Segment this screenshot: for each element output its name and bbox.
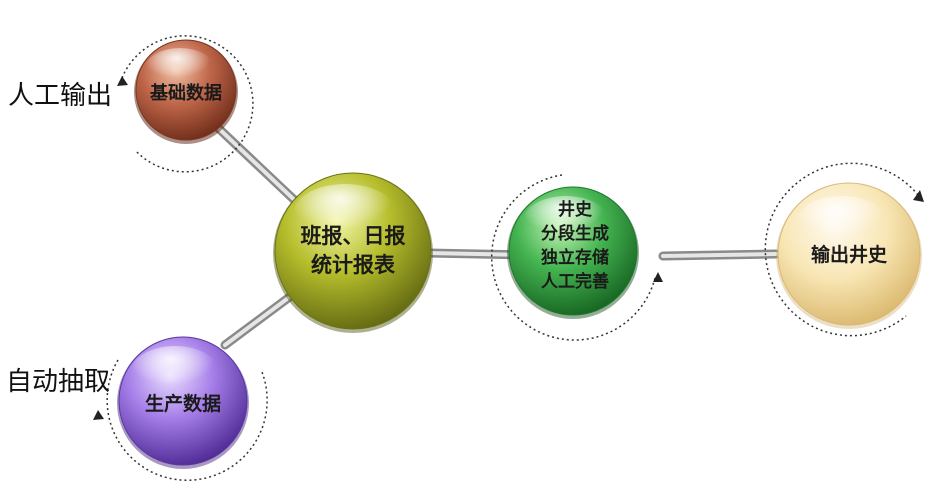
orbit-ring-basic <box>117 35 254 173</box>
node-well-history-line-1: 井史 <box>558 199 593 220</box>
node-output-history: 输出井史 <box>776 182 922 329</box>
node-report-stats-line-2: 统计报表 <box>311 253 396 277</box>
node-basic-data-label: 基础数据 <box>149 82 222 104</box>
arrow-icon <box>93 410 104 420</box>
orbit-ring-production <box>93 359 268 481</box>
node-basic-data: 基础数据 <box>134 39 238 144</box>
node-report-stats-line-1: 班报、日报 <box>301 224 406 248</box>
connector-basic-to-report <box>209 119 310 215</box>
label-manual-output: 人工输出 <box>8 81 112 111</box>
node-well-history-line-2: 分段生成 <box>541 223 609 244</box>
arrow-icon <box>117 76 128 86</box>
arrow-icon <box>913 190 924 202</box>
node-well-history-line-4: 人工完善 <box>541 271 609 292</box>
node-production-data-label: 生产数据 <box>145 392 221 415</box>
arrow-icon <box>653 272 663 282</box>
node-output-history-label: 输出井史 <box>811 243 888 266</box>
node-well-history: 井史 分段生成 独立存储 人工完善 <box>507 186 639 319</box>
connector-wellhistory-to-output <box>658 249 781 261</box>
node-report-stats: 班报、日报 统计报表 <box>273 172 433 333</box>
orbit-ring-output <box>764 162 924 337</box>
node-well-history-line-3: 独立存储 <box>541 247 609 268</box>
orbit-ring-wellhistory <box>490 174 663 341</box>
label-auto-extract: 自动抽取 <box>6 367 110 397</box>
node-production-data: 生产数据 <box>117 336 249 469</box>
